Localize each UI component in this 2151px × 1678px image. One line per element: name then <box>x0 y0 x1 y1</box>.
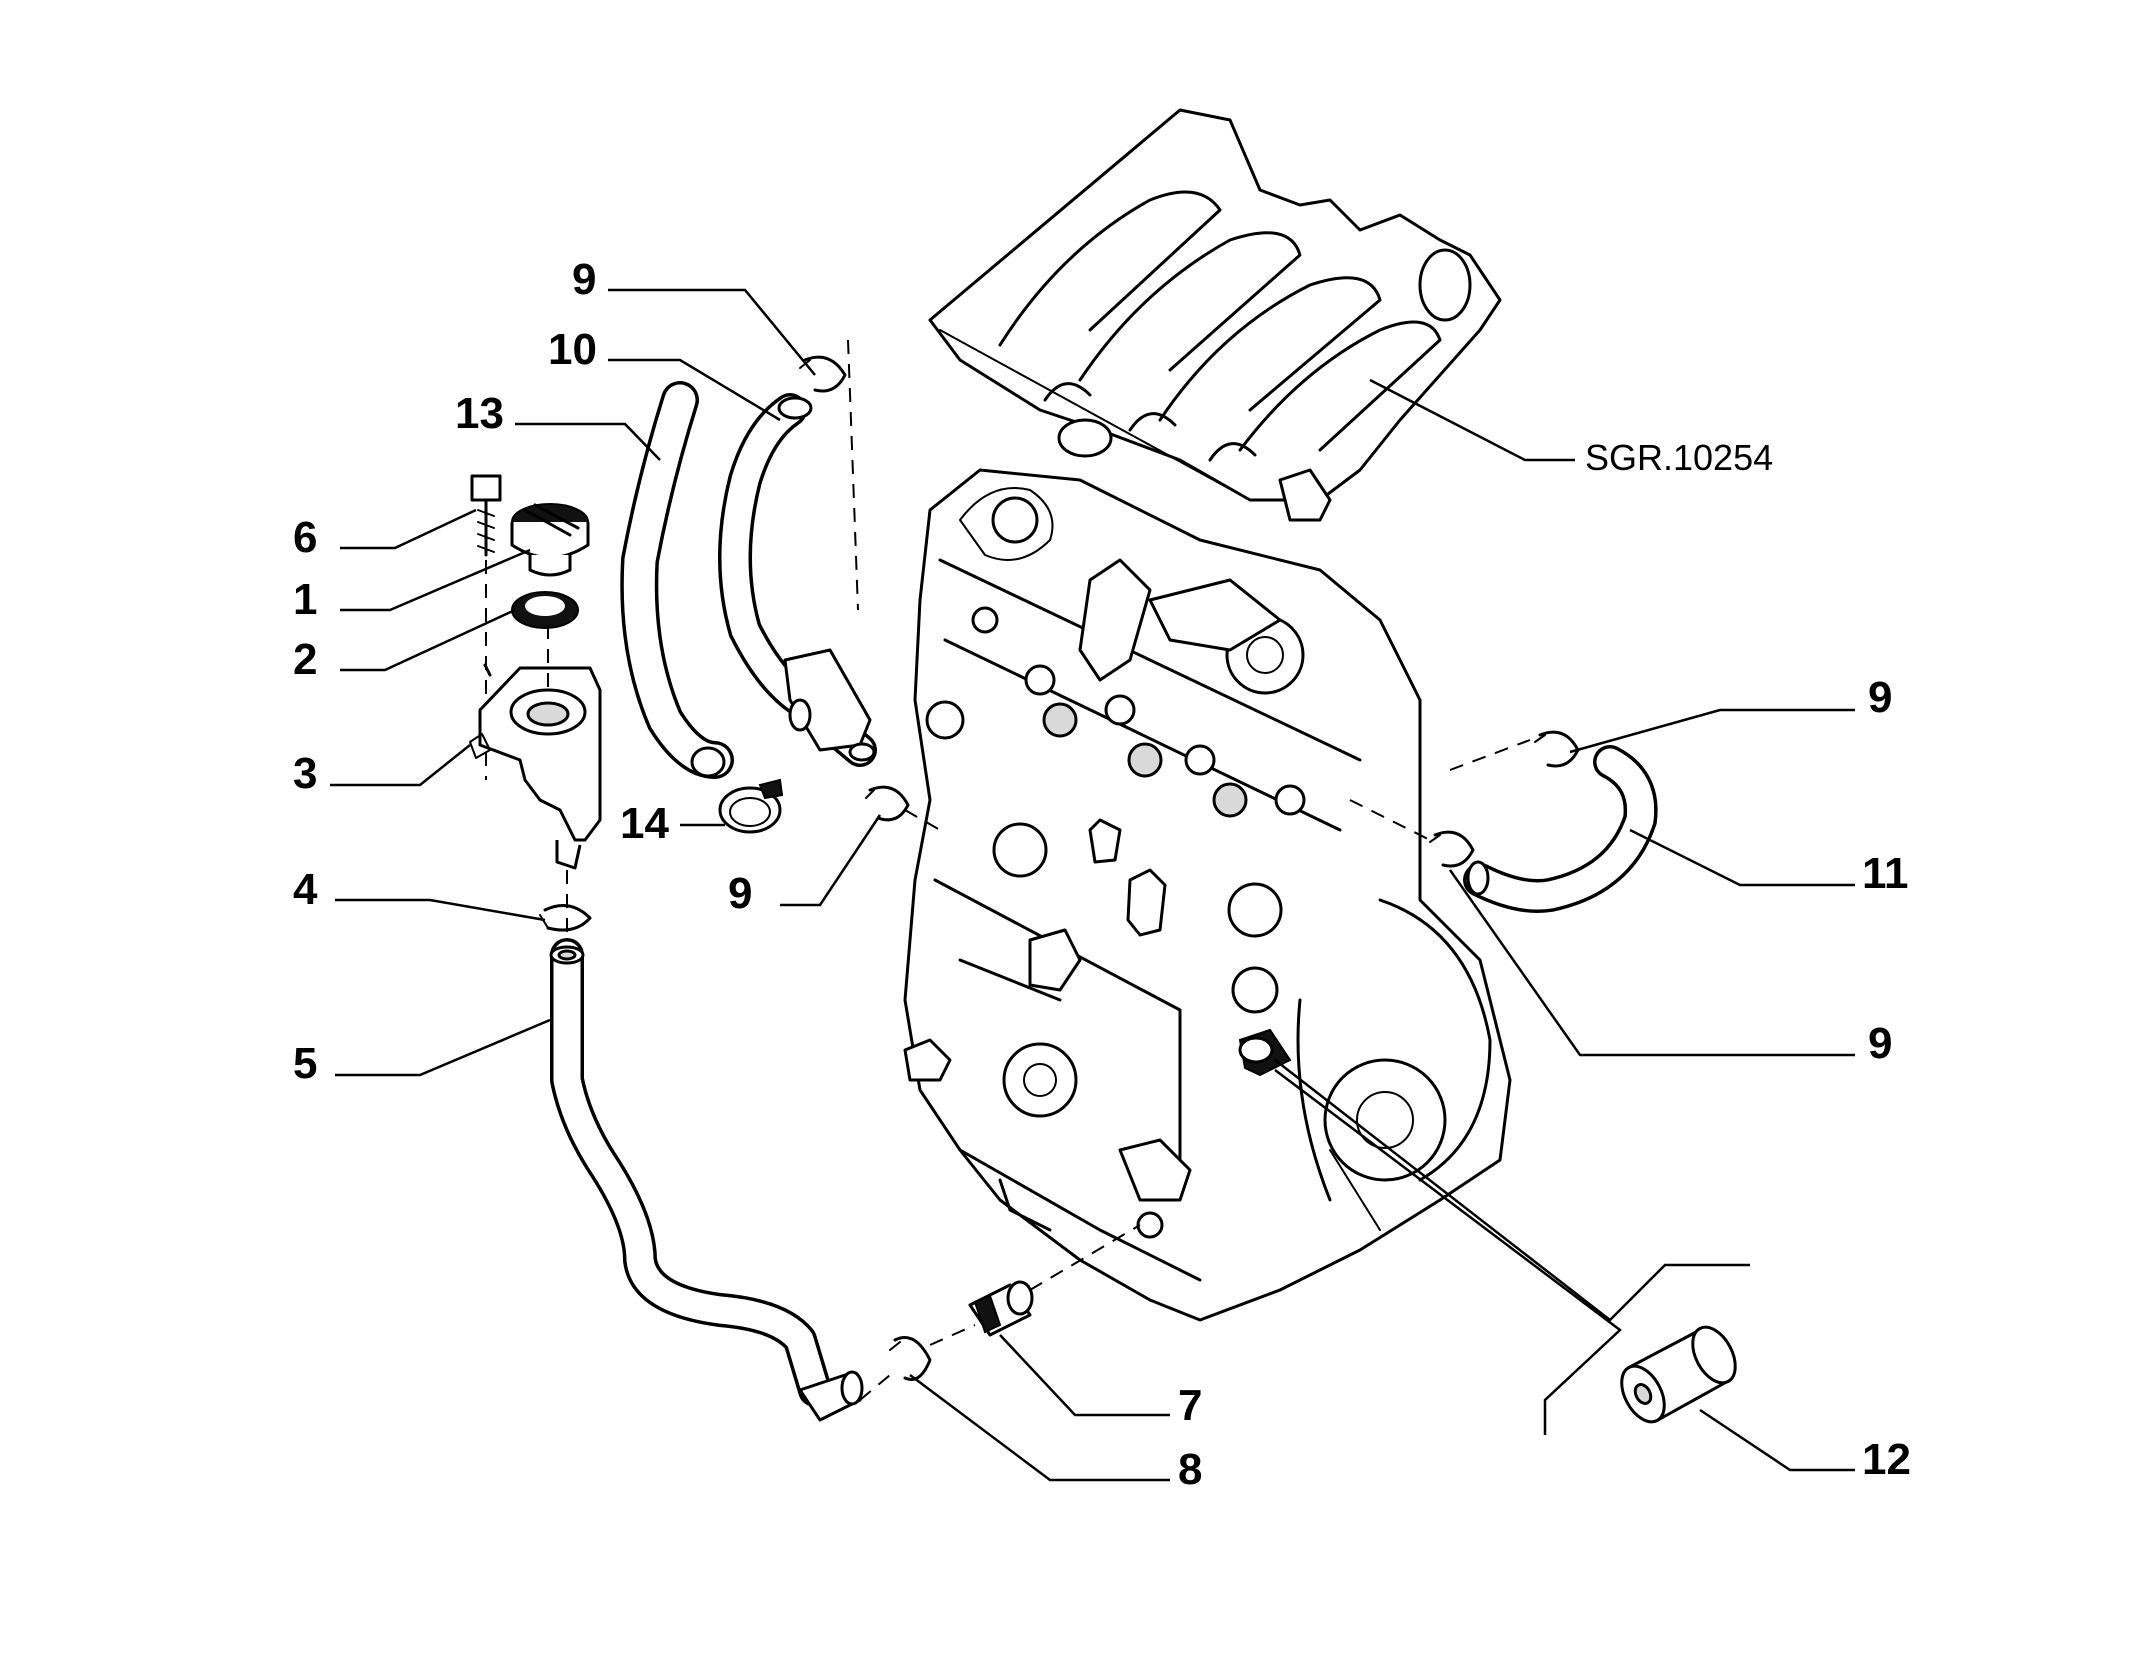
callout-9-right-lower: 9 <box>1868 1019 1893 1068</box>
callout-12: 12 <box>1862 1435 1911 1484</box>
part-1-breather-cap <box>510 503 590 577</box>
callout-6: 6 <box>293 513 318 562</box>
callout-4: 4 <box>293 865 318 914</box>
part-10-hose <box>718 393 877 767</box>
part-13-hose <box>620 381 734 779</box>
intake-manifold <box>928 108 1502 522</box>
callout-9-top: 9 <box>572 255 597 304</box>
callout-8: 8 <box>1178 1445 1203 1494</box>
part-3-breather-housing <box>469 625 602 950</box>
part-9-clamp-right-upper <box>1449 730 1580 771</box>
part-14-hose-clamp <box>718 778 784 834</box>
callout-9-mid-left: 9 <box>728 869 753 918</box>
part-11-hose <box>1463 745 1658 913</box>
callout-2: 2 <box>293 635 318 684</box>
part-9-clamp-mid-left <box>865 785 941 831</box>
part-8-clamp <box>859 1324 976 1401</box>
part-5-hose <box>549 938 864 1422</box>
callout-9-right-upper: 9 <box>1868 673 1893 722</box>
callout-5: 5 <box>293 1039 318 1088</box>
callout-3: 3 <box>293 749 318 798</box>
part-9-clamp-top <box>799 339 859 611</box>
part-4-clamp <box>539 904 592 932</box>
callout-10: 10 <box>548 325 597 374</box>
part-12-sleeve <box>1620 1325 1737 1424</box>
callout-1: 1 <box>293 575 318 624</box>
part-12-zoom-bracket <box>1274 1059 1750 1435</box>
engine-block <box>903 468 1512 1322</box>
callout-11: 11 <box>1862 849 1909 898</box>
part-9-clamp-right-lower <box>1349 799 1475 868</box>
part-2-seal-ring <box>511 591 579 629</box>
part-7-fitting <box>968 1224 1141 1337</box>
callout-13: 13 <box>455 389 504 438</box>
callout-14: 14 <box>620 799 669 848</box>
callout-7: 7 <box>1178 1381 1203 1430</box>
leader-lines <box>330 288 1855 1482</box>
reference-code: SGR.10254 <box>1585 437 1774 478</box>
